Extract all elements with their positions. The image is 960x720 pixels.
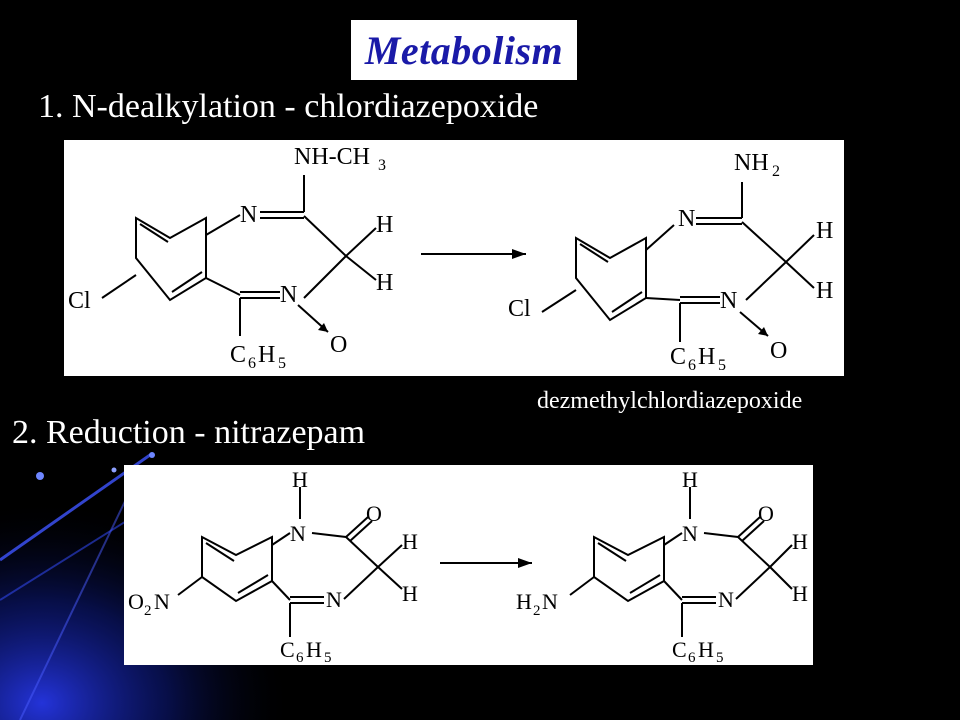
reaction1-scheme: NH-CH 3 N N O H H Cl C 6 H 5 NH 2 N N O … bbox=[68, 144, 833, 374]
product-benzene-ring bbox=[575, 236, 647, 322]
section1-heading: 1. N-dealkylation - chlordiazepoxide bbox=[38, 88, 539, 125]
product2-h-label: H bbox=[516, 589, 532, 614]
reactant-nhch3-label: NH-CH bbox=[294, 144, 370, 170]
reactant-o-label: O bbox=[330, 332, 347, 358]
slide-title: Metabolism bbox=[364, 27, 564, 73]
reactant2-phenyl-c-label: C bbox=[280, 637, 295, 662]
reactant-phenyl-c-label: C bbox=[230, 342, 246, 368]
product2-h-subscript: 2 bbox=[533, 603, 541, 619]
reactant-n-imine-label: N bbox=[240, 202, 257, 228]
product2-carbonyl-o-label: O bbox=[758, 501, 774, 526]
product-nh2-label: NH bbox=[734, 150, 769, 176]
product1-caption: dezmethylchlordiazepoxide bbox=[537, 388, 803, 414]
reactant-cl-label: Cl bbox=[68, 288, 91, 314]
product2-nh-h-label: H bbox=[682, 467, 698, 492]
product2-n-label: N bbox=[542, 589, 558, 614]
product-h-bottom-label: H bbox=[816, 278, 833, 304]
reactant-h-bottom-label: H bbox=[376, 270, 393, 296]
product2-phenyl-h-label: H bbox=[698, 637, 714, 662]
product-phenyl-c-subscript: 6 bbox=[688, 357, 696, 374]
title-box: Metabolism bbox=[351, 20, 577, 80]
reactant2-o-subscript: 2 bbox=[144, 603, 152, 619]
reactant-nhch3-subscript: 3 bbox=[378, 157, 386, 174]
product2-phenyl-h-subscript: 5 bbox=[716, 650, 724, 665]
product-cl-label: Cl bbox=[508, 296, 531, 322]
reaction2-scheme: H N O H H N O 2 N C 6 H 5 H N O H H N H … bbox=[128, 467, 808, 666]
product2-n-imine-label: N bbox=[718, 587, 734, 612]
product-n-oxide-label: N bbox=[720, 288, 737, 314]
reactant2-phenyl-c-subscript: 6 bbox=[296, 650, 304, 665]
product2-phenyl-c-label: C bbox=[672, 637, 687, 662]
product-h-top-label: H bbox=[816, 218, 833, 244]
section2-heading: 2. Reduction - nitrazepam bbox=[12, 414, 366, 451]
product-phenyl-h-label: H bbox=[698, 344, 715, 370]
reactant-phenyl-c-subscript: 6 bbox=[248, 355, 256, 372]
product2-h-top-label: H bbox=[792, 529, 808, 554]
product2-phenyl-c-subscript: 6 bbox=[688, 650, 696, 665]
product-phenyl-h-subscript: 5 bbox=[718, 357, 726, 374]
reactant-n-oxide-label: N bbox=[280, 282, 297, 308]
reactant2-phenyl-h-label: H bbox=[306, 637, 322, 662]
reactant2-n-label: N bbox=[154, 589, 170, 614]
reactant2-phenyl-h-subscript: 5 bbox=[324, 650, 332, 665]
product-o-label: O bbox=[770, 338, 787, 364]
reaction2-panel: H N O H H N O 2 N C 6 H 5 H N O H H N H … bbox=[124, 465, 813, 666]
product-phenyl-c-label: C bbox=[670, 344, 686, 370]
reaction1-panel: NH-CH 3 N N O H H Cl C 6 H 5 NH 2 N N O … bbox=[64, 140, 844, 376]
reactant2-n-imine-label: N bbox=[326, 587, 342, 612]
reactant2-nh-h-label: H bbox=[292, 467, 308, 492]
reactant-h-top-label: H bbox=[376, 212, 393, 238]
reactant-phenyl-h-label: H bbox=[258, 342, 275, 368]
reactant2-carbonyl-o-label: O bbox=[366, 501, 382, 526]
product2-h-bottom-label: H bbox=[792, 581, 808, 606]
reactant2-h-top-label: H bbox=[402, 529, 418, 554]
reactant2-h-bottom-label: H bbox=[402, 581, 418, 606]
reactant2-n-amide-label: N bbox=[290, 521, 306, 546]
reactant2-o-label: O bbox=[128, 589, 144, 614]
product-n-imine-label: N bbox=[678, 206, 695, 232]
product2-n-amide-label: N bbox=[682, 521, 698, 546]
reactant-phenyl-h-subscript: 5 bbox=[278, 355, 286, 372]
reactant-benzene-ring bbox=[135, 216, 207, 302]
product-nh2-subscript: 2 bbox=[772, 163, 780, 180]
